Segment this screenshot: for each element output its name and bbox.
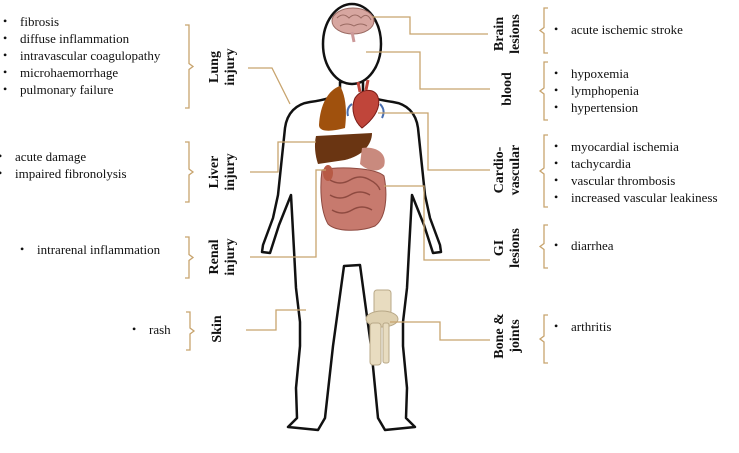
- blood-item: lymphopenia: [551, 82, 639, 99]
- liver-injury-list: acute damageimpaired fibronolysis: [0, 148, 127, 182]
- liver-connector: [250, 141, 316, 173]
- brain-connector: [372, 16, 488, 35]
- blood-label-line: blood: [500, 72, 515, 106]
- cardiovascular-label: Cardio-vascular: [492, 145, 524, 196]
- lung-item: diffuse inflammation: [0, 30, 160, 47]
- liver-label-line: injury: [223, 153, 238, 191]
- brain-label-line: Brain: [492, 16, 507, 52]
- skin-item: rash: [129, 321, 171, 338]
- connector-lines: [246, 16, 490, 341]
- renal-label-line: Renal: [207, 239, 222, 275]
- lung-item: pulmonary failure: [0, 81, 160, 98]
- gi-lesions-list: diarrhea: [551, 237, 614, 254]
- skin-label-line: Skin: [210, 315, 225, 343]
- cardio-bracket: [538, 134, 548, 208]
- brain-icon: [331, 7, 375, 43]
- lung-item: microhaemorrhage: [0, 64, 160, 81]
- cardio-label-line: vascular: [508, 144, 523, 196]
- liver-item: impaired fibronolysis: [0, 165, 127, 182]
- blood-list: hypoxemialymphopeniahypertension: [551, 65, 639, 116]
- brackets-layer: [185, 7, 548, 364]
- renal-connector: [250, 169, 326, 258]
- lung-item: intravascular coagulopathy: [0, 47, 160, 64]
- skin-connector: [246, 309, 306, 331]
- lung-label-line: injury: [223, 48, 238, 86]
- cardio-item: tachycardia: [551, 155, 718, 172]
- bone-label-line: joints: [508, 319, 523, 353]
- lung-item: fibrosis: [0, 13, 160, 30]
- bone-label-line: Bone &: [492, 313, 507, 359]
- gi-item: diarrhea: [551, 237, 614, 254]
- liver-bracket: [185, 141, 195, 203]
- cardio-item: vascular thrombosis: [551, 172, 718, 189]
- cardiovascular-list: myocardial ischemiatachycardiavascular t…: [551, 138, 718, 206]
- gi-label-line: GI: [492, 239, 507, 257]
- blood-item: hypoxemia: [551, 65, 639, 82]
- human-body-silhouette: [260, 80, 443, 432]
- cardio-connector: [378, 112, 490, 171]
- gi-connector: [384, 185, 490, 261]
- brain-lesions-list: acute ischemic stroke: [551, 21, 683, 38]
- blood-bracket: [538, 61, 548, 121]
- blood-label: blood: [500, 72, 516, 105]
- bone-joints-label: Bone &joints: [492, 313, 524, 359]
- stomach-icon: [360, 147, 385, 171]
- skin-list: rash: [129, 321, 171, 338]
- lung-connector: [248, 67, 291, 105]
- liver-icon: [314, 133, 372, 164]
- bone-connector: [390, 321, 490, 341]
- heart-icon: [346, 79, 385, 129]
- liver-item: acute damage: [0, 148, 127, 165]
- brain-label-line: lesions: [508, 14, 523, 54]
- blood-connector: [366, 51, 490, 90]
- bone-joints-list: arthritis: [551, 318, 611, 335]
- brain-item: acute ischemic stroke: [551, 21, 683, 38]
- brain-bracket: [538, 7, 548, 54]
- lung-injury-list: fibrosisdiffuse inflammationintravascula…: [0, 13, 160, 98]
- knee-joint-icon: [365, 289, 399, 366]
- blood-item: hypertension: [551, 99, 639, 116]
- kidney-icon: [323, 165, 333, 181]
- bone-item: arthritis: [551, 318, 611, 335]
- intestines-icon: [320, 167, 387, 231]
- gi-bracket: [538, 224, 548, 269]
- skin-bracket: [186, 311, 196, 351]
- renal-item: intrarenal inflammation: [17, 241, 160, 258]
- renal-injury-list: intrarenal inflammation: [17, 241, 160, 258]
- cardio-label-line: Cardio-: [492, 146, 507, 194]
- lung-label-line: Lung: [207, 51, 222, 83]
- cardio-item: increased vascular leakiness: [551, 189, 718, 206]
- bone-bracket: [538, 314, 548, 364]
- renal-bracket: [185, 236, 195, 279]
- lungs-icon: [319, 86, 346, 131]
- skin-label: Skin: [210, 315, 226, 342]
- cardio-item: myocardial ischemia: [551, 138, 718, 155]
- gi-label-line: lesions: [508, 228, 523, 268]
- liver-label-line: Liver: [207, 155, 222, 189]
- lung-bracket: [185, 24, 195, 109]
- renal-label-line: injury: [223, 238, 238, 276]
